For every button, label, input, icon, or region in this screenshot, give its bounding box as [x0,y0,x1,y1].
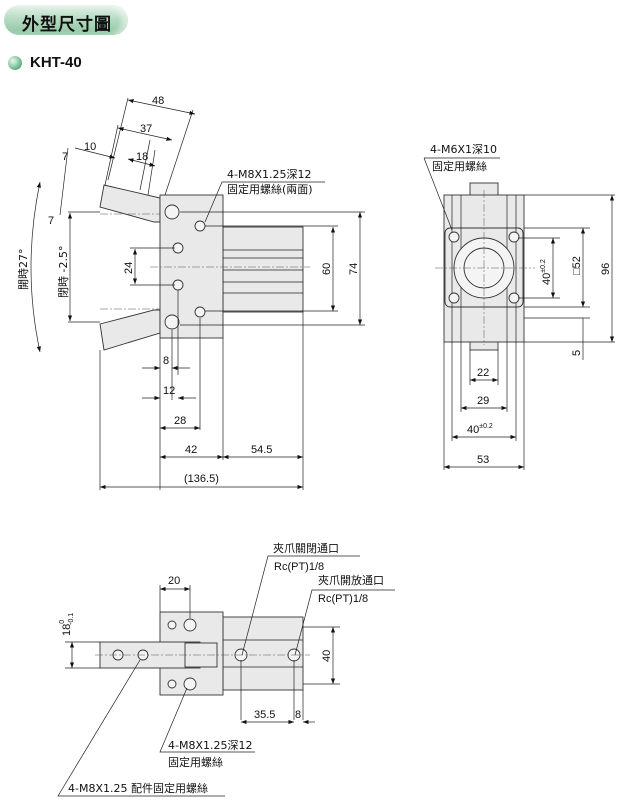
dim-square-52: □52 [571,256,583,275]
dim-40-horizontal: 40±0.2 [467,423,493,436]
model-label: KHT-40 [8,54,82,71]
section-header: 外型尺寸圖 [4,5,128,35]
dim-22: 22 [477,367,489,379]
dim-18: 18 [136,151,148,163]
bottom-view: 夾爪關閉通口 Rc(PT)1/8 夾爪開放通口 Rc(PT)1/8 20 180… [57,542,395,797]
dim-7-upper: 7 [62,151,68,163]
dim-74: 74 [348,263,360,275]
dim-42: 42 [185,444,197,456]
gripper-body [159,194,224,339]
dim-136-5: (136.5) [184,473,219,485]
dim-5: 5 [571,350,583,356]
dim-40-ports: 40 [321,650,333,662]
dim-35-5: 35.5 [254,709,275,721]
angle-open-label: 開時27° [17,249,30,291]
dim-7-lower: 7 [48,215,54,227]
dim-48: 48 [152,95,164,107]
angle-close-label: 閉時 -2.5° [57,246,70,298]
bottom-mount-callout: 4-M8X1.25深12 [168,739,252,752]
dim-53: 53 [477,454,489,466]
dim-12: 12 [163,385,175,397]
dim-40-vertical: 40±0.2 [540,259,553,285]
dim-10: 10 [84,141,96,153]
port-close-spec: Rc(PT)1/8 [274,561,324,573]
dim-28: 28 [174,415,186,427]
dim-8-port: 8 [295,709,301,721]
attachment-screw-callout: 4-M8X1.25 配件固定用螺絲 [68,781,208,795]
port-open-label: 夾爪開放通口 [318,573,384,587]
dim-54-5: 54.5 [251,444,272,456]
lower-finger-open [99,309,161,351]
model-name: KHT-40 [30,54,82,71]
port-open-spec: Rc(PT)1/8 [318,593,368,605]
section-title: 外型尺寸圖 [22,15,112,35]
dim-8: 8 [163,355,169,367]
dim-60: 60 [321,263,333,275]
dim-20: 20 [168,575,180,587]
dim-96: 96 [600,263,612,275]
dim-18-tolerance: 180-0.1 [59,613,75,636]
mount-screw-callout-desc: 固定用螺絲(兩面) [227,182,313,196]
bottom-mount-callout-desc: 固定用螺絲 [168,755,223,769]
front-view: 48 37 10 18 7 7 開時27° 閉時 -2.5° 24 60 74 … [17,95,365,490]
dim-29: 29 [477,395,489,407]
upper-finger-open [99,184,161,223]
side-view: 4-M6X1深10 固定用螺絲 96 □52 40±0.2 5 22 29 40… [423,143,615,470]
dim-37: 37 [140,123,152,135]
mount-screw-callout: 4-M8X1.25深12 [227,168,311,181]
bullet-icon [8,55,22,70]
cylinder-body [222,226,304,313]
side-screw-callout: 4-M6X1深10 [430,143,497,156]
dim-24: 24 [123,262,135,274]
side-screw-callout-desc: 固定用螺絲 [432,159,487,173]
port-close-label: 夾爪關閉通口 [273,542,339,555]
